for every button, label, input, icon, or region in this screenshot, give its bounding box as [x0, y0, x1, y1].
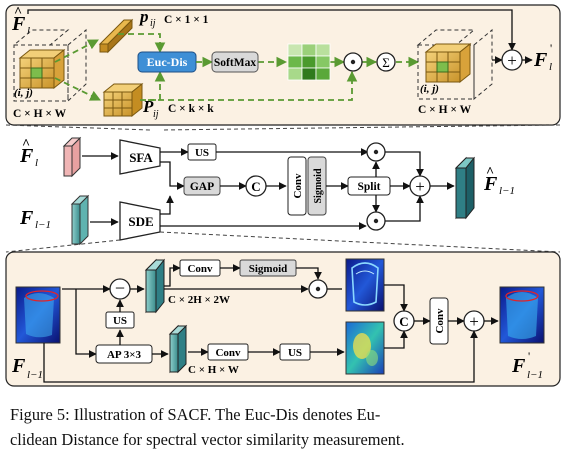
top-input-sub: l — [27, 25, 30, 37]
svg-text:^: ^ — [486, 165, 494, 180]
top-output-sub: l — [549, 61, 552, 73]
svg-text:+: + — [415, 177, 425, 196]
top-output-label: F — [533, 49, 548, 71]
bottom-input-heatmap — [15, 286, 61, 344]
bottom-concat-label: C — [399, 314, 408, 329]
bottom-dims-b: C × H × W — [188, 364, 239, 376]
bottom-out-sub: l−1 — [527, 369, 543, 381]
weight-grid — [287, 43, 331, 81]
top-dims-right: C × H × W — [418, 104, 472, 116]
ap-label: AP 3×3 — [107, 349, 142, 361]
gap-label: GAP — [190, 181, 214, 193]
mid-fprev-sub: l−1 — [35, 219, 51, 231]
svg-text:−: − — [115, 278, 125, 298]
mid-fprev-label: F — [19, 207, 34, 229]
top-pos-right: (i, j) — [420, 83, 439, 95]
mid-fhat-sub: l — [35, 157, 38, 169]
bottom-in-sub: l−1 — [27, 369, 43, 381]
softmax-block — [211, 51, 259, 73]
bottom-output-heatmap — [499, 286, 545, 344]
bottom-us-b-label: US — [288, 347, 302, 359]
bottom-heatmap-lower — [345, 321, 385, 375]
mid-output-slab — [454, 156, 476, 220]
top-sum-symbol: Σ — [382, 55, 390, 70]
bottom-heatmap-upper — [345, 258, 385, 312]
sfa-block — [119, 139, 161, 175]
mid-output-label: F — [483, 173, 498, 195]
softmax-label: SoftMax — [214, 57, 256, 69]
mid-conv-block — [287, 156, 307, 216]
diagram-canvas: F l ^ (i, j) C × H × W p ij C × 1 × 1 P … — [5, 4, 561, 387]
mid-concat-label: C — [251, 179, 260, 194]
euc-dis-label: Euc-Dis — [147, 55, 188, 69]
mid-conv-label: Conv — [292, 173, 304, 199]
top-pos-left: (i, j) — [14, 87, 33, 99]
top-dims-left: C × H × W — [13, 108, 67, 120]
bottom-diff-slab — [144, 258, 166, 314]
svg-text:^: ^ — [22, 137, 30, 152]
proj-patch-sub: ij — [153, 109, 159, 120]
sfa-label: SFA — [129, 150, 153, 165]
bottom-in-label: F — [11, 355, 26, 377]
bottom-out-sup: ' — [528, 349, 530, 363]
feature-cube-right — [416, 28, 493, 101]
mid-sigmoid-label: Sigmoid — [313, 168, 324, 203]
bottom-conv-b-label: Conv — [215, 347, 241, 359]
feature-cube-left — [12, 28, 87, 103]
proj-patch-block — [102, 82, 144, 118]
proj-vec-sub: ij — [150, 18, 156, 29]
proj-vec-dims: C × 1 × 1 — [164, 14, 209, 26]
bottom-conv-v-label: Conv — [434, 308, 446, 334]
top-output-sup: ' — [550, 41, 552, 55]
svg-text:+: + — [469, 312, 479, 331]
proj-vector-bar — [98, 18, 134, 54]
bottom-conv-a-label: Conv — [187, 263, 213, 275]
bottom-us-label: US — [113, 315, 127, 327]
bottom-pool-slab — [168, 324, 188, 374]
proj-patch-label: P — [142, 97, 154, 116]
top-sum-op — [376, 52, 396, 72]
top-input-hat: ^ — [14, 5, 22, 20]
sde-label: SDE — [128, 214, 153, 229]
proj-patch-dims: C × k × k — [168, 103, 214, 115]
bottom-out-label: F — [511, 355, 526, 377]
bottom-sigmoid-label: Sigmoid — [249, 263, 288, 275]
caption-line-2: clidean Distance for spectral vector sim… — [10, 430, 405, 449]
fprev-feature-slab — [70, 194, 90, 246]
mid-output-sub: l−1 — [499, 185, 515, 197]
split-label: Split — [357, 181, 380, 193]
svg-text:+: + — [507, 51, 517, 70]
mid-fhat-label: F — [19, 145, 34, 167]
green-dashed-flow — [54, 33, 420, 101]
figure-caption: Figure 5: Illustration of SACF. The Euc-… — [10, 402, 558, 452]
mid-us-label: US — [195, 147, 209, 159]
top-input-label: F — [11, 13, 26, 35]
fhat-feature-slab — [62, 136, 82, 178]
caption-line-1: Figure 5: Illustration of SACF. The Euc-… — [10, 405, 381, 424]
top-panel — [5, 4, 561, 126]
bottom-dims-a: C × 2H × 2W — [168, 294, 230, 306]
proj-vec-label: p — [138, 7, 149, 26]
